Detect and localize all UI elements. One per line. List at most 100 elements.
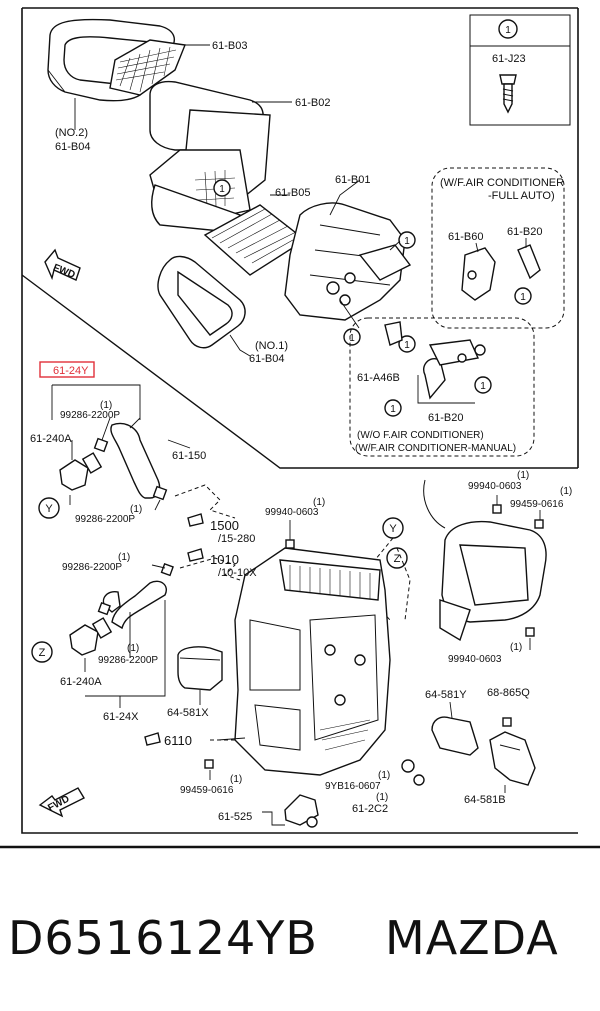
svg-text:61-B04: 61-B04 (55, 141, 90, 153)
duct-64-581y (431, 701, 479, 756)
callout-labels: 61-B03 61-B02 (NO.2) 61-B04 61-B05 61-B0… (55, 40, 564, 454)
svg-text:(W/F.AIR CONDITIONER: (W/F.AIR CONDITIONER (440, 177, 564, 189)
svg-text:61-B20: 61-B20 (428, 412, 463, 424)
svg-text:(1): (1) (378, 770, 390, 781)
svg-text:1: 1 (520, 292, 526, 303)
svg-text:1: 1 (404, 236, 410, 247)
wo-manual-group (349, 317, 535, 457)
svg-text:(W/F.AIR CONDITIONER-MANUAL): (W/F.AIR CONDITIONER-MANUAL) (355, 443, 516, 454)
leader-lines-left-top (51, 384, 191, 511)
clip-icon (97, 562, 174, 616)
svg-text:1: 1 (219, 184, 225, 195)
svg-text:(W/O F.AIR CONDITIONER): (W/O F.AIR CONDITIONER) (357, 430, 484, 441)
svg-text:61-B60: 61-B60 (448, 231, 483, 243)
svg-text:68-865Q: 68-865Q (487, 687, 530, 699)
svg-text:99940-0603: 99940-0603 (448, 654, 502, 665)
highlight-box-61-24y: 61-24Y (39, 361, 95, 378)
svg-text:61-B03: 61-B03 (212, 40, 247, 52)
frame-seal-61-b04 (157, 255, 246, 349)
blower-duct-61-b02 (149, 80, 271, 233)
svg-text:64-581X: 64-581X (167, 707, 209, 719)
svg-text:(1): (1) (313, 497, 325, 508)
svg-text:61-240A: 61-240A (60, 676, 102, 688)
duct-64-581b (489, 731, 536, 793)
svg-text:1: 1 (349, 333, 355, 344)
svg-text:6110: 6110 (164, 733, 192, 748)
svg-text:1: 1 (404, 340, 410, 351)
svg-text:61-J23: 61-J23 (492, 53, 526, 65)
svg-text:99459-0616: 99459-0616 (510, 499, 564, 510)
svg-text:61-B05: 61-B05 (275, 187, 310, 199)
svg-text:61-B20: 61-B20 (507, 226, 542, 238)
svg-text:(1): (1) (376, 792, 388, 803)
callout-labels-left: (1) 99286-2200P 61-240A 61-150 (1) 99286… (30, 400, 257, 823)
svg-text:1010: 1010 (210, 552, 239, 567)
svg-text:99940-0603: 99940-0603 (468, 481, 522, 492)
wf-full-auto-group (431, 167, 565, 329)
svg-text:(NO.1): (NO.1) (255, 340, 288, 352)
svg-text:Y: Y (389, 523, 397, 535)
svg-text:(1): (1) (510, 642, 522, 653)
hose-61-150 (110, 422, 161, 499)
svg-text:/10-10X: /10-10X (218, 567, 257, 579)
svg-text:99286-2200P: 99286-2200P (75, 514, 135, 525)
svg-text:(1): (1) (118, 552, 130, 563)
screw-icon: 1 (498, 19, 518, 114)
svg-text:(1): (1) (517, 470, 529, 481)
fastener-icons (204, 495, 544, 786)
svg-text:61-A46B: 61-A46B (357, 372, 400, 384)
svg-text:99286-2200P: 99286-2200P (60, 410, 120, 421)
svg-text:Z: Z (394, 553, 401, 565)
svg-text:1: 1 (505, 25, 511, 36)
clip-icon (93, 437, 168, 501)
svg-text:99459-0616: 99459-0616 (180, 785, 234, 796)
z-marker: Z Z (31, 547, 408, 663)
svg-text:(1): (1) (127, 643, 139, 654)
brand-name: MAZDA (385, 911, 559, 965)
svg-text:61-B02: 61-B02 (295, 97, 330, 109)
y-marker: Y Y (38, 497, 404, 539)
svg-text:61-2C2: 61-2C2 (352, 803, 388, 815)
svg-text:(1): (1) (230, 774, 242, 785)
svg-text:-FULL AUTO): -FULL AUTO) (488, 190, 555, 202)
svg-text:99286-2200P: 99286-2200P (98, 655, 158, 666)
svg-text:64-581B: 64-581B (464, 794, 506, 806)
connector-61-240a-bottom (69, 617, 113, 656)
callout-labels-right: (1) 99940-0603 (1) 99940-0603 (1) 99459-… (265, 470, 572, 815)
blower-housing (423, 479, 547, 642)
svg-text:Y: Y (45, 503, 53, 515)
diagram-frame (0, 7, 600, 849)
hose-61-24x (102, 580, 167, 630)
svg-text:99286-2200P: 99286-2200P (62, 562, 122, 573)
svg-text:99940-0603: 99940-0603 (265, 507, 319, 518)
connector-61-240a-top (59, 452, 103, 491)
bracket-61-525 (262, 794, 319, 828)
svg-text:61-B04: 61-B04 (249, 353, 284, 365)
svg-text:61-240A: 61-240A (30, 433, 72, 445)
hvac-unit (217, 547, 391, 776)
svg-text:1: 1 (390, 404, 396, 415)
duct-64-581x (177, 646, 223, 705)
filter-cover-61-b03 (109, 39, 186, 96)
svg-text:1500: 1500 (210, 518, 239, 533)
fwd-arrow-icon: FWD (38, 787, 85, 818)
svg-text:61-24Y: 61-24Y (53, 365, 89, 377)
caption: D6516124YB MAZDA (8, 911, 559, 965)
svg-text:9YB16-0607: 9YB16-0607 (325, 781, 381, 792)
svg-text:61-24X: 61-24X (103, 711, 139, 723)
svg-text:/15-280: /15-280 (218, 533, 255, 545)
pointer-hand-icon (144, 513, 204, 746)
circle-markers-top: 1 1 1 1 1 1 1 (213, 179, 532, 417)
svg-text:Z: Z (39, 647, 46, 659)
part-number: D6516124YB (8, 911, 318, 965)
svg-text:(1): (1) (560, 486, 572, 497)
leader-lines-top (74, 44, 361, 357)
svg-text:(1): (1) (130, 504, 142, 515)
fwd-arrow-icon: FWD (44, 248, 81, 281)
svg-text:64-581Y: 64-581Y (425, 689, 467, 701)
svg-text:61-525: 61-525 (218, 811, 252, 823)
leader-lines-left-bottom (84, 564, 166, 708)
svg-text:(1): (1) (100, 400, 112, 411)
svg-text:61-B01: 61-B01 (335, 174, 370, 186)
